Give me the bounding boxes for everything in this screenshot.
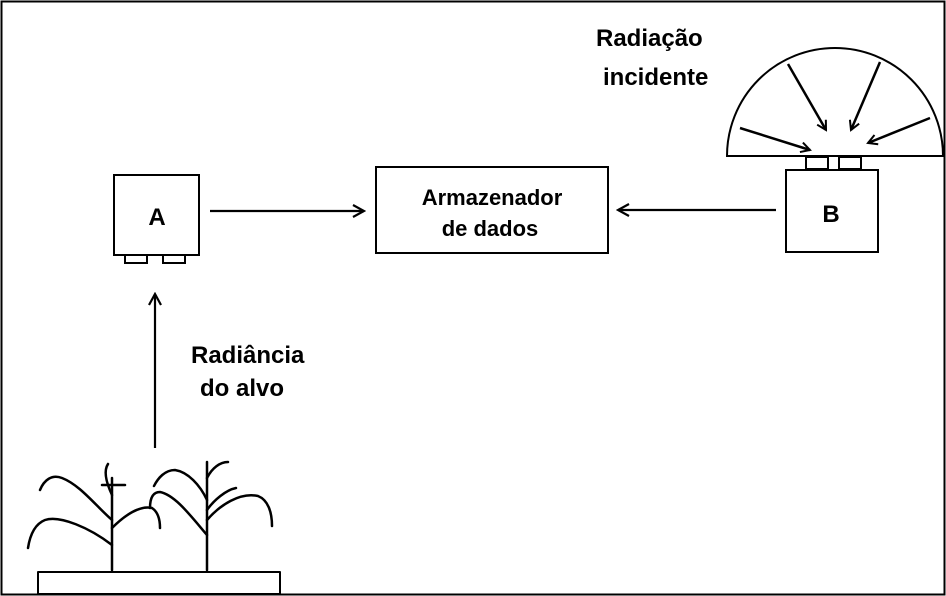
sensor-b: B (785, 156, 879, 253)
incident-radiation-label-line2: incidente (603, 64, 708, 91)
incident-arrow-1 (739, 126, 810, 150)
plant-left-leaf-4 (104, 462, 114, 497)
plant-ground-plate (37, 571, 281, 595)
incident-arrow-4 (868, 116, 931, 143)
incident-radiation-label-line1: Radiação (596, 25, 703, 52)
plant-right-leaf-1 (148, 490, 209, 537)
data-logger: Armazenador de dados (375, 166, 609, 254)
sensor-b-lens-left (805, 156, 829, 170)
plant-right-leaf-3 (152, 468, 209, 502)
target-radiance-label-line2: do alvo (200, 375, 284, 402)
plant-left-leaf-2 (38, 475, 114, 522)
plant-right-leaf-4 (205, 460, 230, 480)
sensor-b-box (785, 169, 879, 253)
plant-target (26, 460, 281, 595)
sensor-a: A (113, 174, 200, 264)
dome-outline (725, 47, 945, 157)
data-logger-label-line1: Armazenador (422, 185, 563, 210)
sensor-b-lens-right (838, 156, 862, 170)
data-logger-box (375, 166, 609, 254)
plant-left-leaf-1 (26, 517, 114, 550)
sensor-a-lens-left (124, 254, 148, 264)
incident-arrow-2 (786, 63, 828, 130)
data-logger-label-line2: de dados (442, 216, 539, 241)
sensor-a-lens-right (162, 254, 186, 264)
plant-left-leaf-3 (110, 506, 162, 530)
incident-radiation-dome (725, 47, 945, 157)
plant-right-leaf-5 (205, 486, 238, 512)
plant-right-leaf-2 (205, 494, 274, 528)
incident-arrow-3 (851, 61, 882, 130)
sensor-a-label: A (148, 204, 165, 231)
target-radiance-label-line1: Radiância (191, 342, 305, 369)
sensor-a-box (113, 174, 200, 256)
sensor-b-label: B (822, 201, 839, 228)
